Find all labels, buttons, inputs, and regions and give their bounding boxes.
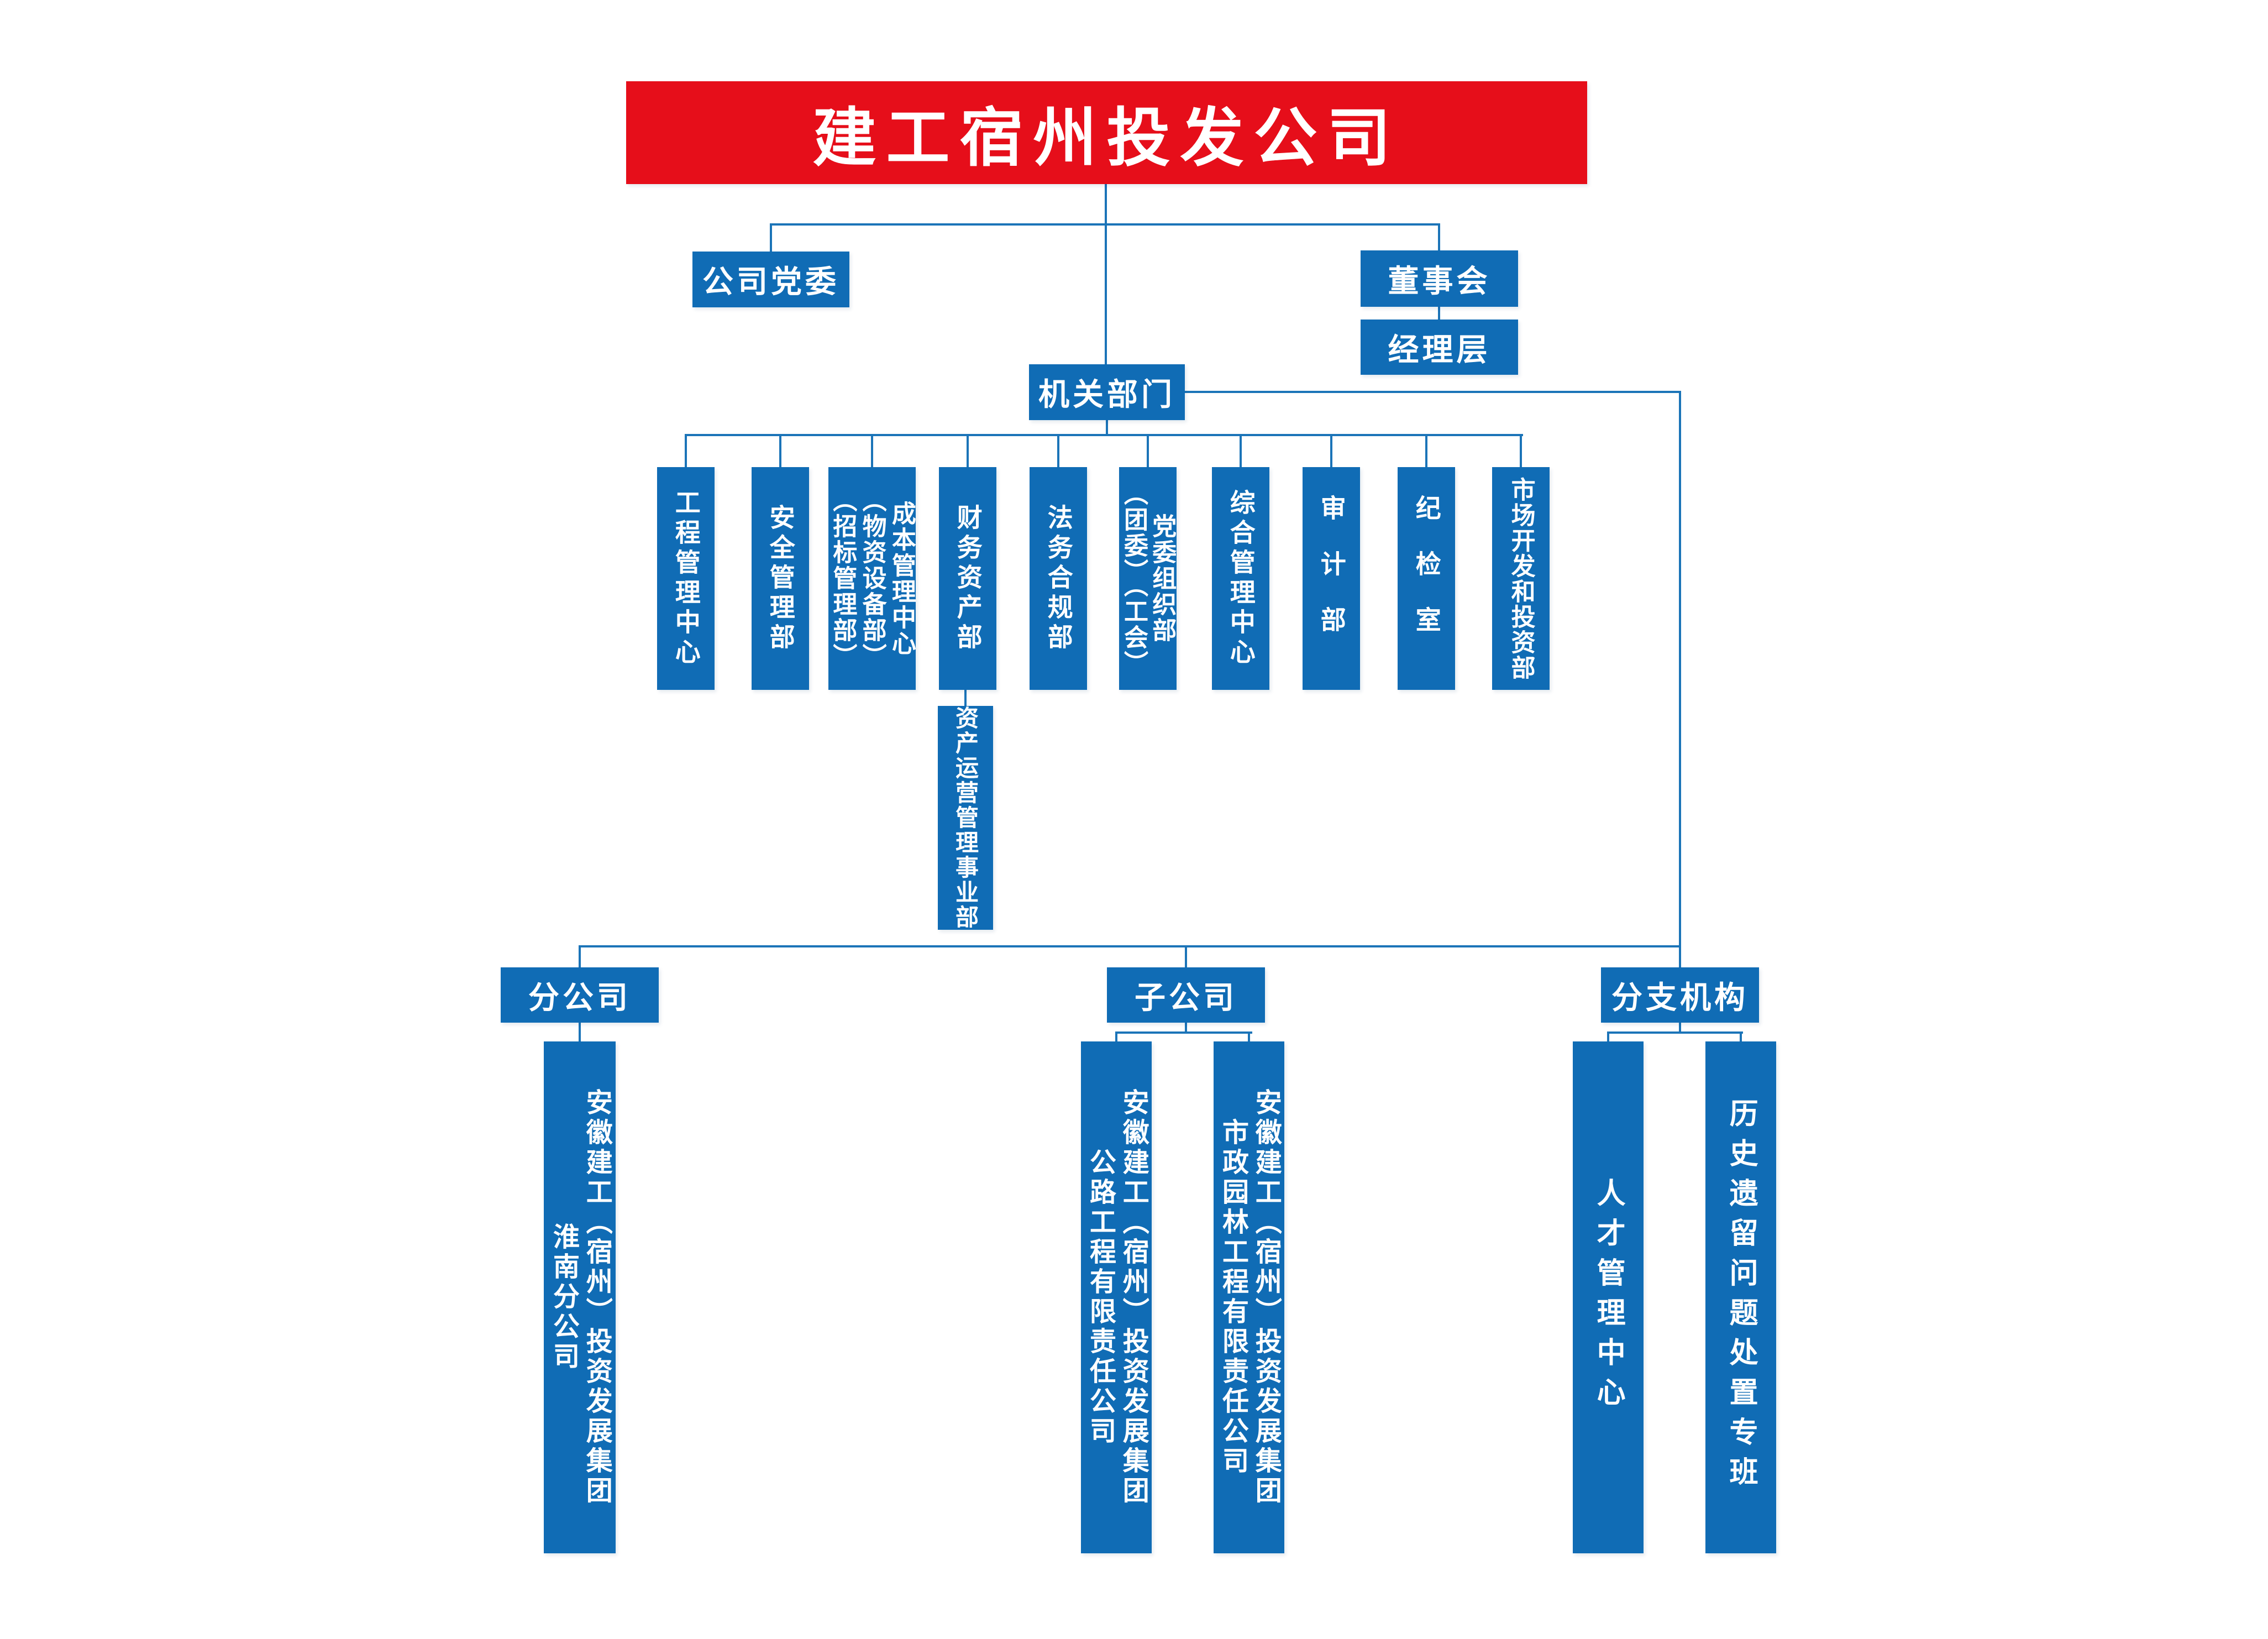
- dept-box-discipline-inspection: 纪检室: [1398, 467, 1455, 690]
- dept-label-col-1: 党委组织部: [1148, 514, 1176, 643]
- connector-board-management: [1438, 306, 1440, 321]
- connector-dept-drop-7: [1240, 435, 1242, 467]
- connector-branchorg-drop-2: [1740, 1033, 1742, 1041]
- subsidiary-label: 子公司: [1135, 980, 1237, 1015]
- connector-dept-drop-2: [779, 435, 781, 467]
- connector-subsidiary-split: [1115, 1031, 1252, 1034]
- hq-departments-label: 机关部门: [1038, 377, 1175, 412]
- org-box-talent-mgmt-center: 人才管理中心: [1573, 1041, 1644, 1553]
- connector-asset-drop: [964, 690, 967, 706]
- management-label: 经理层: [1388, 332, 1491, 367]
- connector-branchorg-split: [1607, 1031, 1743, 1034]
- dept-label: 安全管理部: [766, 504, 795, 653]
- dept-box-engineering-mgmt-center: 工程管理中心: [657, 467, 715, 690]
- connector-dept-drop-6: [1147, 435, 1149, 467]
- dept-label-col-3: （招标管理部）: [829, 488, 857, 669]
- connector-dept-drop-3: [871, 435, 873, 467]
- dept-box-market-dev-investment: 市场开发和投资部: [1492, 467, 1550, 690]
- asset-operation-division-label: 资产运营管理事业部: [952, 706, 979, 930]
- connector-drop-subsidiary: [1185, 946, 1187, 967]
- org-name: 人才管理中心: [1592, 1178, 1625, 1417]
- dept-box-audit: 审计部: [1303, 467, 1360, 690]
- connector-drop-board: [1438, 224, 1440, 252]
- connector-branchorg-drop-1: [1607, 1033, 1609, 1041]
- dept-box-general-mgmt-center: 综合管理中心: [1212, 467, 1269, 690]
- company-name-col-1: 安徽建工（宿州）投资发展集团: [1251, 1088, 1280, 1506]
- category-branch-company: 分公司: [501, 967, 659, 1023]
- dept-label-col-2: （物资设备部）: [858, 488, 886, 669]
- company-box-municipal-garden: 安徽建工（宿州）投资发展集团 市政园林工程有限责任公司: [1214, 1041, 1284, 1553]
- category-subsidiary: 子公司: [1107, 967, 1265, 1023]
- company-name-col-2: 公路工程有限责任公司: [1085, 1148, 1115, 1447]
- connector-drop-party: [770, 224, 772, 253]
- node-hq-departments: 机关部门: [1029, 364, 1185, 420]
- connector-dept-drop-4: [967, 435, 969, 467]
- connector-subsidiary-drop-1: [1115, 1033, 1117, 1041]
- dept-label-col-1: 成本管理中心: [888, 500, 915, 657]
- connector-subsidiary-stem: [1185, 1023, 1187, 1034]
- connector-dept-drop-1: [685, 435, 687, 467]
- node-board: 董事会: [1361, 250, 1518, 307]
- connector-root-trunk: [1105, 184, 1107, 365]
- company-name-col-2: 淮南分公司: [549, 1223, 578, 1372]
- org-box-legacy-issues-taskforce: 历史遗留问题处置专班: [1705, 1041, 1776, 1553]
- company-box-highway-engineering: 安徽建工（宿州）投资发展集团 公路工程有限责任公司: [1081, 1041, 1152, 1553]
- connector-top-split: [770, 223, 1440, 226]
- connector-dept-drop-9: [1425, 435, 1427, 467]
- dept-label: 市场开发和投资部: [1507, 476, 1535, 680]
- root-company-title: 建工宿州投发公司: [812, 103, 1401, 174]
- party-committee-label: 公司党委: [702, 264, 839, 299]
- dept-label-col-2: （团委）（工会）: [1120, 480, 1147, 677]
- node-management: 经理层: [1361, 320, 1518, 375]
- connector-subsidiary-drop-2: [1248, 1033, 1250, 1041]
- org-name: 历史遗留问题处置专班: [1725, 1098, 1757, 1496]
- connector-bottom-bus: [579, 945, 1680, 947]
- company-box-huainan-branch: 安徽建工（宿州）投资发展集团 淮南分公司: [544, 1041, 616, 1553]
- connector-branchorg-stem: [1679, 1023, 1681, 1034]
- dept-box-finance-assets: 财务资产部: [939, 467, 996, 690]
- category-branch-organization: 分支机构: [1601, 967, 1759, 1023]
- company-name-col-1: 安徽建工（宿州）投资发展集团: [581, 1088, 611, 1506]
- connector-branchco-child: [579, 1023, 581, 1041]
- connector-drop-branchco: [579, 946, 581, 967]
- branch-organization-label: 分支机构: [1611, 980, 1749, 1015]
- dept-box-legal-compliance: 法务合规部: [1030, 467, 1087, 690]
- dept-label: 法务合规部: [1044, 504, 1073, 653]
- board-label: 董事会: [1388, 263, 1491, 299]
- company-name-col-2: 市政园林工程有限责任公司: [1218, 1118, 1247, 1476]
- branch-company-label: 分公司: [528, 980, 631, 1015]
- node-party-committee: 公司党委: [692, 252, 849, 307]
- dept-label: 财务资产部: [953, 504, 983, 653]
- connector-dept-drop-8: [1330, 435, 1332, 467]
- connector-hq-bottom: [1106, 419, 1108, 436]
- company-name-col-1: 安徽建工（宿州）投资发展集团: [1118, 1088, 1148, 1506]
- dept-label: 综合管理中心: [1226, 489, 1256, 668]
- connector-long-vertical: [1679, 391, 1681, 968]
- connector-hq-right: [1184, 391, 1681, 393]
- connector-department-bus: [685, 434, 1523, 436]
- dept-box-party-organization: 党委组织部 （团委）（工会）: [1119, 467, 1177, 690]
- dept-box-safety-mgmt: 安全管理部: [752, 467, 809, 690]
- dept-label: 审计部: [1317, 495, 1346, 662]
- dept-box-cost-mgmt-center: 成本管理中心 （物资设备部） （招标管理部）: [828, 467, 916, 690]
- connector-dept-drop-5: [1057, 435, 1059, 467]
- connector-dept-drop-10: [1520, 435, 1522, 467]
- root-company-box: 建工宿州投发公司: [626, 81, 1587, 184]
- dept-label: 纪检室: [1412, 495, 1441, 662]
- dept-label: 工程管理中心: [671, 489, 701, 668]
- asset-operation-division-box: 资产运营管理事业部: [938, 706, 993, 930]
